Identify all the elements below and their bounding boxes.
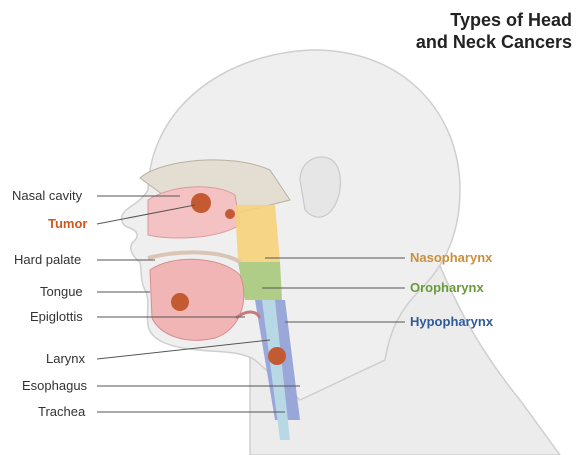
label-hard-palate: Hard palate xyxy=(14,252,81,267)
nasopharynx-region xyxy=(235,205,280,262)
label-tongue: Tongue xyxy=(40,284,83,299)
label-trachea: Trachea xyxy=(38,404,85,419)
label-esophagus: Esophagus xyxy=(22,378,87,393)
oropharynx-region xyxy=(238,262,282,300)
tongue-region xyxy=(150,259,244,340)
label-larynx: Larynx xyxy=(46,351,85,366)
tumor-tongue xyxy=(171,293,189,311)
label-nasopharynx: Nasopharynx xyxy=(410,250,492,265)
title-line-2: and Neck Cancers xyxy=(416,31,572,53)
label-epiglottis: Epiglottis xyxy=(30,309,83,324)
label-nasal-cavity: Nasal cavity xyxy=(12,188,82,203)
title-line-1: Types of Head xyxy=(416,9,572,31)
label-oropharynx: Oropharynx xyxy=(410,280,484,295)
tumor-larynx xyxy=(268,347,286,365)
diagram-title: Types of Head and Neck Cancers xyxy=(416,9,572,53)
label-tumor: Tumor xyxy=(48,216,87,231)
tumor-nasal-small xyxy=(225,209,235,219)
tumor-nasal xyxy=(191,193,211,213)
label-hypopharynx: Hypopharynx xyxy=(410,314,493,329)
